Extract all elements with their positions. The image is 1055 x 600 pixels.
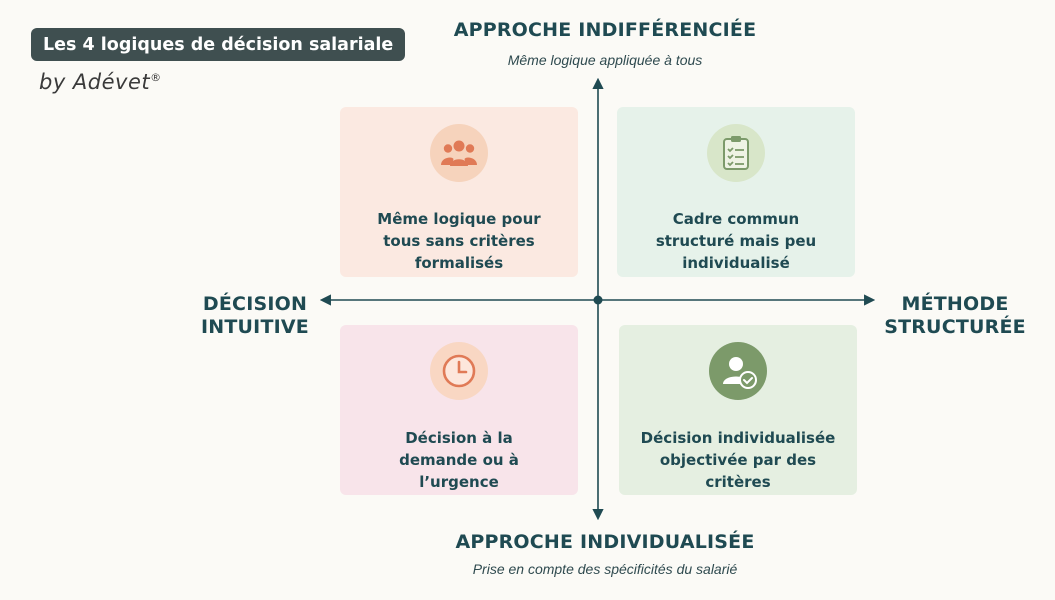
page-title: Les 4 logiques de décision salariale — [43, 34, 394, 55]
quadrant-bottom-left: Décision à la demande ou à l’urgence — [340, 325, 578, 495]
clock-icon — [430, 342, 488, 400]
registered-mark: ® — [150, 71, 162, 84]
group-icon — [430, 124, 488, 182]
top-axis-title: APPROCHE INDIFFÉRENCIÉE — [453, 19, 757, 41]
left-axis-line-2: INTUITIVE — [201, 316, 309, 338]
quadrant-top-right: Cadre commun structuré mais peu individu… — [617, 107, 855, 277]
left-axis-title: DÉCISION INTUITIVE — [180, 293, 330, 339]
quadrant-bottom-left-text: Décision à la demande ou à l’urgence — [399, 429, 519, 491]
quadrant-top-left-text: Même logique pour tous sans critères for… — [377, 210, 541, 272]
brand-text: by Adévet — [39, 70, 151, 94]
bottom-axis-title: APPROCHE INDIVIDUALISÉE — [455, 531, 755, 553]
right-axis-line-2: STRUCTURÉE — [884, 316, 1026, 338]
top-axis-subtitle: Même logique appliquée à tous — [507, 52, 703, 68]
bottom-axis-subtitle: Prise en compte des spécificités du sala… — [472, 561, 738, 577]
axis-origin-dot — [593, 295, 603, 305]
user-check-icon — [709, 342, 767, 400]
quadrant-top-left: Même logique pour tous sans critères for… — [340, 107, 578, 277]
right-axis-title: MÉTHODE STRUCTURÉE — [880, 293, 1030, 339]
quadrant-top-right-text: Cadre commun structuré mais peu individu… — [655, 210, 817, 272]
clipboard-checklist-icon — [707, 124, 765, 182]
left-axis-line-1: DÉCISION — [202, 293, 308, 315]
quadrant-bottom-right: Décision individualisée objectivée par d… — [619, 325, 857, 495]
right-axis-line-1: MÉTHODE — [901, 293, 1009, 315]
quadrant-bottom-right-text: Décision individualisée objectivée par d… — [640, 429, 836, 491]
title-badge: Les 4 logiques de décision salariale — [31, 28, 406, 61]
brand-signature: by Adévet® — [39, 70, 162, 94]
